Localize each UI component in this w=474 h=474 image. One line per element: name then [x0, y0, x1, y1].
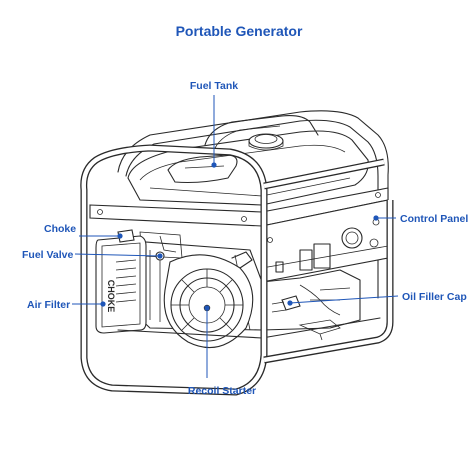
callout-fuel-valve: Fuel Valve	[22, 249, 163, 261]
starter-handle	[231, 251, 253, 269]
callout-oil-filler-cap: Oil Filler Cap	[287, 291, 467, 306]
label-oil-filler-cap: Oil Filler Cap	[402, 291, 467, 303]
label-fuel-tank: Fuel Tank	[190, 80, 238, 92]
vibration-mount	[298, 319, 341, 341]
power-switch	[275, 261, 284, 273]
air-filter-stamp: CHOKE	[106, 280, 116, 313]
circuit-breaker	[299, 249, 313, 271]
label-control-panel: Control Panel	[400, 213, 468, 225]
ac-outlet	[313, 243, 331, 269]
diagram-title: Portable Generator	[176, 23, 303, 39]
fuel-cap	[248, 133, 284, 149]
twist-lock-outlet	[341, 227, 363, 249]
label-choke: Choke	[44, 223, 76, 235]
label-recoil-starter: Recoil Starter	[188, 385, 256, 397]
fuel-line	[159, 235, 177, 253]
choke-lever	[117, 229, 135, 243]
alternator	[261, 269, 361, 331]
callout-control-panel: Control Panel	[373, 213, 468, 225]
generator-illustration: CHOKE	[80, 110, 394, 396]
callout-air-filter: Air Filter	[27, 299, 106, 311]
label-air-filter: Air Filter	[27, 299, 70, 311]
callout-choke: Choke	[44, 223, 123, 239]
callout-dot	[211, 162, 217, 168]
fuel-gauge	[167, 154, 238, 184]
label-fuel-valve: Fuel Valve	[22, 249, 74, 261]
air-filter	[95, 235, 147, 334]
callout-recoil-starter: Recoil Starter	[188, 305, 256, 397]
callout-fuel-tank: Fuel Tank	[190, 80, 238, 168]
